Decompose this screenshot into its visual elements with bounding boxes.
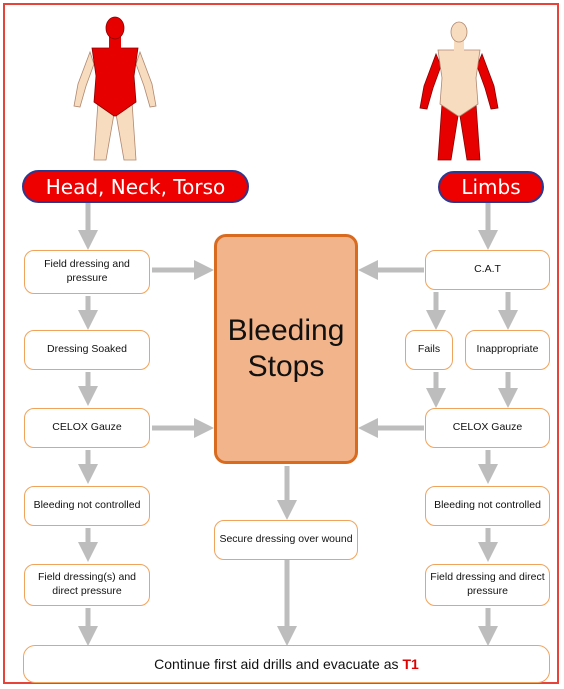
left-dressing-soaked-box: Dressing Soaked bbox=[24, 330, 150, 370]
body-figure-torso-icon bbox=[73, 16, 157, 161]
left-celox-gauze-box: CELOX Gauze bbox=[24, 408, 150, 448]
left-field-dressings-direct-box: Field dressing(s) and direct pressure bbox=[24, 564, 150, 606]
triage-t1-label: T1 bbox=[402, 656, 419, 672]
left-field-dressing-box: Field dressing and pressure bbox=[24, 250, 150, 294]
limbs-label: Limbs bbox=[438, 171, 544, 203]
right-inappropriate-box: Inappropriate bbox=[465, 330, 550, 370]
diagram-frame bbox=[3, 3, 559, 684]
right-field-dressing-direct-box: Field dressing and direct pressure bbox=[425, 564, 550, 606]
head-neck-torso-label: Head, Neck, Torso bbox=[22, 170, 249, 203]
bleeding-stops-line2: Stops bbox=[247, 350, 325, 383]
bleeding-stops-line1: Bleeding bbox=[227, 314, 345, 347]
secure-dressing-box: Secure dressing over wound bbox=[214, 520, 358, 560]
right-cat-box: C.A.T bbox=[425, 250, 550, 290]
right-celox-gauze-box: CELOX Gauze bbox=[425, 408, 550, 448]
right-bleeding-not-controlled-box: Bleeding not controlled bbox=[425, 486, 550, 526]
bleeding-stops-box: Bleeding Stops bbox=[214, 234, 358, 464]
right-fails-box: Fails bbox=[405, 330, 453, 370]
final-instruction-text: Continue first aid drills and evacuate a… bbox=[154, 656, 399, 672]
left-bleeding-not-controlled-box: Bleeding not controlled bbox=[24, 486, 150, 526]
body-figure-limbs-icon bbox=[419, 21, 499, 161]
final-instruction-box: Continue first aid drills and evacuate a… bbox=[23, 645, 550, 683]
